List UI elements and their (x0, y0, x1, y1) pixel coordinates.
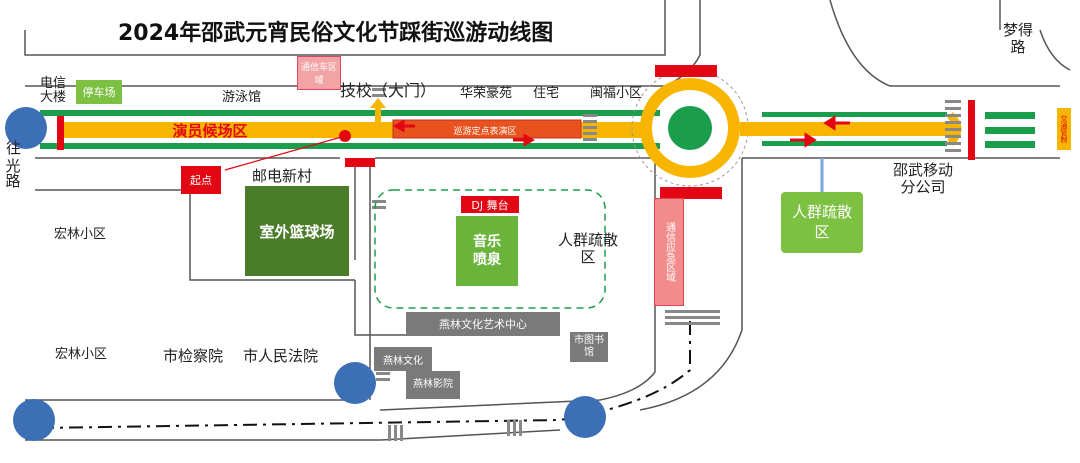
start-point-label: 起点 (190, 174, 212, 187)
performer-waiting-label: 演员候场区 (172, 121, 248, 140)
green-lane-south (40, 143, 660, 149)
crosswalk-icon (507, 420, 522, 436)
roundabout-ring (640, 78, 740, 178)
green-lane-east-north (762, 112, 947, 117)
dj-stage-label: DJ 舞台 (471, 198, 509, 212)
traffic-control-zone: 交通管制 (1057, 108, 1071, 150)
red-arrow-icon (392, 119, 415, 133)
parade-route-east (740, 122, 955, 136)
blue-circle-icon (5, 107, 47, 149)
residential-label: 住宅 (533, 86, 560, 101)
performer-waiting-zone: 演员候场区 (165, 121, 255, 140)
green-lane-far-east-2 (985, 127, 1035, 134)
red-arrow-icon (790, 132, 817, 148)
turn-arrow-head (370, 98, 386, 108)
fixed-show-zone: 巡游定点表演区 (430, 121, 540, 139)
blue-circle-icon (13, 399, 55, 441)
road-outline-mengde-right (1039, 29, 1071, 71)
crosswalk-icon (372, 200, 386, 209)
comm-emergency-zone: 通信应急区域 (654, 198, 684, 306)
green-lane-east-south (762, 141, 947, 146)
city-library: 市图书馆 (570, 332, 608, 362)
crosswalk-icon (372, 88, 386, 97)
music-fountain: 音乐喷泉 (456, 216, 518, 286)
barrier-start (345, 158, 375, 167)
yanlin-culture: 燕林文化 (374, 347, 432, 371)
telecom-building-label: 电信大楼 (40, 76, 67, 106)
road-outline-south-curve-right (639, 158, 743, 411)
crowd-evac-east-zone: 人群疏散区 (781, 192, 863, 253)
crosswalks (372, 88, 961, 441)
yanlin-cinema: 燕林影院 (406, 371, 460, 399)
green-lane-north (40, 110, 660, 116)
honglin-community-1-label: 宏林小区 (54, 227, 107, 242)
start-leader-line (224, 135, 346, 171)
yanlin-arts-center-label: 燕林文化艺术中心 (439, 318, 527, 331)
comm-vehicle-zone: 通信车区域 (297, 56, 341, 90)
road-outline-bottom-street-south (25, 429, 561, 441)
road-outlines (24, 0, 1071, 441)
direction-arrows (392, 115, 850, 148)
road-outline-top-left (24, 0, 666, 56)
basketball-court-label: 室外篮球场 (259, 222, 335, 241)
barrier-west (57, 116, 64, 150)
tech-school-label: 技校（大门） (340, 81, 437, 100)
blue-circle-icon (334, 362, 376, 404)
yanlin-cinema-label: 燕林影院 (413, 379, 453, 390)
honglin-community-2-label: 宏林小区 (55, 347, 108, 362)
yanlin-culture-label: 燕林文化 (383, 355, 423, 367)
green-lane-far-east-1 (985, 112, 1035, 119)
guangguang-road-label: 光路 (3, 158, 22, 188)
blue-circle-icon (564, 396, 606, 438)
parking-zone: 停车场 (76, 80, 122, 104)
road-outline-block-corner (354, 280, 420, 336)
crosswalk-icon (945, 100, 961, 152)
city-library-label: 市图书馆 (574, 335, 604, 358)
shaowu-mobile-label: 邵武移动分公司 (893, 161, 954, 196)
road-outline-mengde-east (829, 0, 1060, 87)
music-fountain-label: 音乐喷泉 (473, 233, 501, 268)
crosswalk-icon (388, 425, 403, 441)
page-title: 2024年邵武元宵民俗文化节踩街巡游动线图 (118, 21, 554, 46)
barrier-east (968, 100, 975, 160)
road-prefix-label: 往 (6, 139, 22, 157)
procuratorate-label: 市检察院 (163, 347, 224, 365)
road-outline-west-block (35, 189, 355, 281)
red-arrow-icon (513, 133, 536, 147)
evac-area-outline (374, 189, 606, 309)
roundabout-center (668, 106, 712, 150)
minfu-community-label: 闽福小区 (590, 86, 643, 101)
huarong-garden-label: 华荣豪苑 (460, 86, 513, 101)
crosswalk-icon (583, 114, 597, 141)
green-lane-far-east-3 (985, 141, 1035, 148)
comm-vehicle-label: 通信车区域 (300, 63, 337, 86)
mengde-road-label: 梦得路 (1002, 21, 1033, 56)
crowd-evac-center-label: 人群疏散区 (557, 231, 618, 266)
comm-emergency-label: 通信应急区域 (663, 222, 675, 282)
yanlin-arts-center: 燕林文化艺术中心 (406, 312, 560, 336)
red-arrow-icon (823, 115, 850, 131)
dj-stage: DJ 舞台 (461, 196, 519, 213)
fixed-show-label: 巡游定点表演区 (453, 126, 517, 137)
parking-label: 停车场 (82, 86, 116, 99)
start-point-box: 起点 (181, 166, 221, 194)
swimming-hall-label: 游泳馆 (222, 90, 262, 105)
barrier-north (655, 65, 717, 77)
people-court-label: 市人民法院 (243, 347, 319, 365)
traffic-control-label: 交通管制 (1060, 115, 1068, 143)
road-outline-south-curve-left (379, 158, 656, 411)
barrier-south (660, 187, 722, 199)
exit-markers (5, 107, 606, 441)
crowd-evac-east-label: 人群疏散区 (791, 203, 852, 241)
crosswalk-icon (665, 310, 720, 325)
fixed-show-area (392, 119, 582, 139)
basketball-court: 室外篮球场 (245, 186, 349, 276)
postal-village-label: 邮电新村 (252, 167, 313, 185)
